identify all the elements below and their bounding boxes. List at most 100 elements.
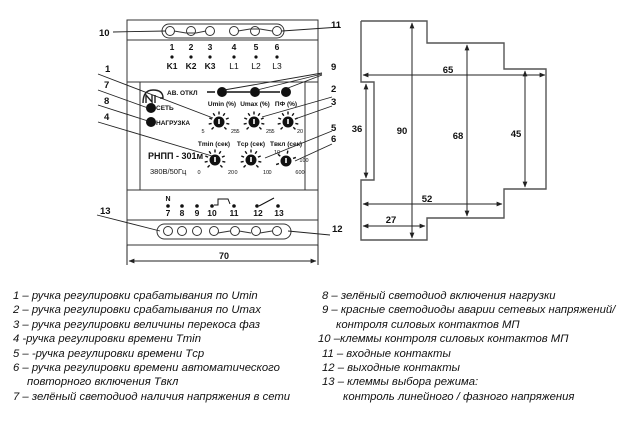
terminal-1: [165, 26, 175, 36]
legend-item: 5 – -ручка регулировки времени Tср: [13, 347, 205, 360]
terminal-6: [272, 26, 282, 36]
terminal-number: 3: [208, 42, 213, 52]
terminal-3: [205, 26, 215, 36]
knob-tvkl[interactable]: [275, 150, 297, 167]
knob-min: 0: [197, 170, 200, 176]
terminal-number: 2: [189, 42, 194, 52]
dim-45: 45: [511, 129, 522, 140]
legend-item: 10 –клеммы контроля силовых контактов МП: [318, 333, 569, 346]
terminal-5: [250, 26, 260, 36]
knob-tmin[interactable]: [204, 149, 226, 168]
terminal-number: 4: [232, 42, 237, 52]
legend-item: 11 – входные контакты: [322, 347, 451, 360]
knob-max: 600: [295, 170, 304, 176]
legend-item: 12 – выходные контакты: [322, 362, 460, 375]
knob-max: 25: [266, 129, 272, 135]
callout-8: 8: [104, 96, 109, 107]
knob-umin[interactable]: [208, 111, 230, 130]
terminal-label: K2: [186, 61, 197, 71]
callout-4: 4: [104, 112, 110, 123]
knob-max: 25: [231, 129, 237, 135]
terminal-label: K1: [167, 61, 178, 71]
legend-item: 2 – ручка регулировки срабатывания по Um…: [13, 304, 261, 317]
legend-item: контроль линейного / фазного напряжения: [343, 390, 575, 403]
terminal-4: [229, 26, 239, 36]
model-label: РНПП - 301м: [148, 151, 203, 161]
width-dimension: 70: [219, 251, 229, 261]
bottom-terminal-block: [156, 223, 292, 240]
knob-max: 10: [263, 170, 269, 176]
green-led-set: [146, 103, 156, 113]
legend-item: 13 – клеммы выбора режима:: [322, 376, 479, 389]
dim-90: 90: [397, 126, 408, 137]
dim-52: 52: [422, 194, 433, 205]
top-terminal-block: [161, 23, 285, 39]
callout-2: 2: [331, 84, 336, 95]
terminal-label: L1: [229, 61, 239, 71]
knob-mid: 100: [299, 158, 308, 164]
terminal-number: 12: [253, 208, 263, 218]
knobs: [204, 111, 299, 168]
legend-item: 9 – красные светодиоды аварии сетевых на…: [322, 304, 616, 317]
knob-label-tsr: Tср (сек): [237, 141, 265, 148]
terminal-number: 10: [207, 208, 217, 218]
green-led-load: [146, 117, 156, 127]
legend-item: 1 – ручка регулировки срабатывания по Um…: [13, 290, 258, 302]
red-led-umin: [217, 87, 227, 97]
relay-diagram: 1 2 3 4 5 6 K1 K2 K3 L1 L2 L3 АВ. ОТКЛ С…: [96, 19, 547, 265]
knob-pf[interactable]: [277, 111, 299, 130]
knob-min: 0: [268, 170, 271, 176]
terminal-number: 1: [170, 42, 175, 52]
terminal-label: L2: [251, 61, 261, 71]
terminal-label: K3: [205, 61, 216, 71]
knob-min: 5: [271, 129, 274, 135]
callout-1: 1: [105, 64, 111, 75]
knob-label-pf: ПФ (%): [275, 101, 297, 108]
callout-11: 11: [331, 20, 342, 31]
side-profile: [360, 20, 547, 241]
legend-item: 4 -ручка регулировки времени Tmin: [13, 333, 201, 346]
callout-12: 12: [332, 224, 343, 235]
callout-6: 6: [331, 134, 336, 145]
terminal-2: [186, 26, 196, 36]
knob-max: 20: [297, 129, 303, 135]
red-led-pf: [281, 87, 291, 97]
dim-68: 68: [453, 131, 464, 142]
av-otkl-label: АВ. ОТКЛ: [167, 90, 198, 97]
knob-label-umax: Umax (%): [240, 101, 270, 108]
device-body-outline: [126, 19, 319, 83]
knob-label-tmin: Tmin (сек): [198, 141, 230, 148]
legend-item: 3 – ручка регулировки величины перекоса …: [13, 318, 261, 331]
front-view: [126, 19, 319, 260]
knob-label-tvkl: Tвкл (сек): [270, 141, 302, 148]
legend-item: контроля силовых контактов МП: [336, 318, 520, 331]
dim-27: 27: [386, 215, 397, 226]
knob-tsr[interactable]: [240, 149, 262, 168]
terminal-label: L3: [272, 61, 282, 71]
terminal-number: 9: [195, 208, 200, 218]
callout-13: 13: [100, 206, 111, 217]
set-label: СЕТЬ: [156, 105, 174, 112]
callout-5: 5: [331, 123, 337, 134]
legend-item: 7 – зелёный светодиод наличия напряжения…: [13, 390, 291, 403]
terminal-number: 7: [166, 208, 171, 218]
knob-min: 5: [236, 129, 239, 135]
manufacturer-logo-icon: [142, 89, 164, 104]
knob-max: 20: [228, 170, 234, 176]
contact-symbols: [214, 197, 275, 207]
legend-left: 1 – ручка регулировки срабатывания по Um…: [13, 289, 290, 404]
terminal-number: 13: [274, 208, 284, 218]
terminal-number: 8: [180, 208, 185, 218]
neutral-label: N: [165, 196, 170, 203]
callout-7: 7: [104, 80, 109, 91]
nc-contact-icon: [214, 198, 231, 206]
legend-item: 6 – ручка регулировки времени автоматиче…: [13, 362, 280, 375]
no-contact-icon: [258, 197, 275, 207]
load-label: НАГРУЗКА: [156, 120, 190, 127]
terminal-number: 6: [275, 42, 280, 52]
callout-9: 9: [331, 62, 336, 73]
side-view: [360, 20, 547, 241]
knob-umax[interactable]: [243, 111, 265, 130]
knob-min: 5: [201, 129, 204, 135]
terminal-number: 5: [254, 42, 259, 52]
